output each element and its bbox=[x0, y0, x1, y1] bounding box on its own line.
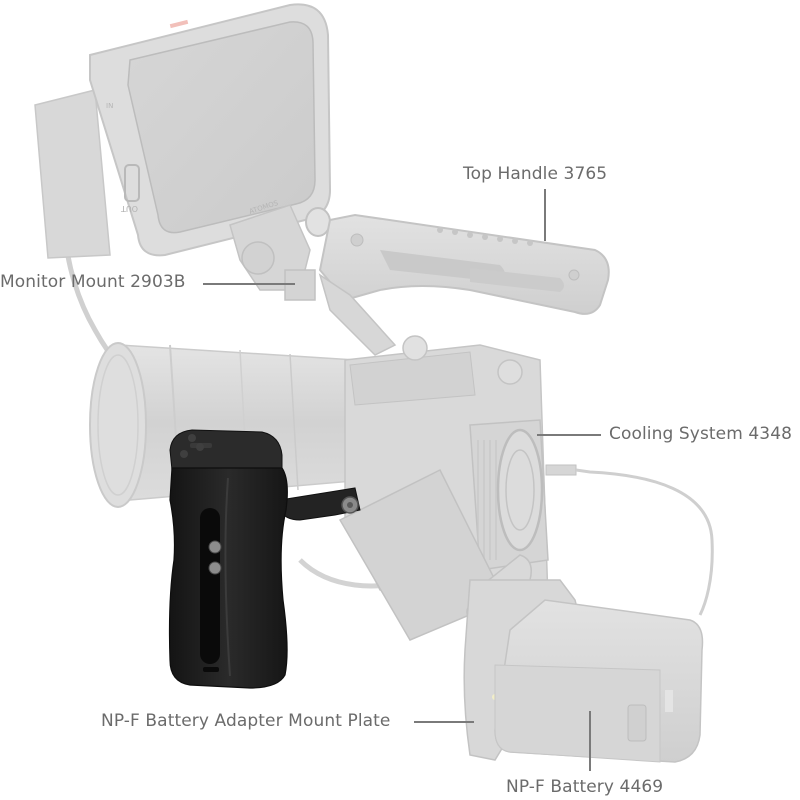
callout-battery-adapter-plate-label: NP-F Battery Adapter Mount Plate bbox=[101, 711, 391, 731]
monitor: OUT IN ATOMOS bbox=[34, 3, 332, 259]
callout-monitor-mount-leader bbox=[203, 283, 295, 285]
callout-cooling-system-leader bbox=[537, 434, 601, 436]
camera-lens bbox=[89, 342, 366, 508]
monitor-port-out-label: OUT bbox=[121, 204, 138, 213]
callout-cooling-system-label: Cooling System 4348 bbox=[609, 424, 793, 444]
side-handle bbox=[168, 429, 361, 689]
callout-battery-label: NP-F Battery 4469 bbox=[506, 777, 664, 797]
callout-battery-leader bbox=[589, 711, 591, 771]
callout-top-handle-leader bbox=[544, 189, 546, 241]
monitor-mount bbox=[229, 204, 331, 301]
callout-battery-adapter-plate-leader bbox=[414, 721, 474, 723]
callout-monitor-mount-label: Monitor Mount 2903B bbox=[0, 272, 186, 292]
cooling-system bbox=[469, 419, 714, 616]
top-handle bbox=[318, 213, 610, 356]
np-f-battery bbox=[494, 599, 704, 763]
callout-top-handle-label: Top Handle 3765 bbox=[463, 164, 608, 184]
monitor-port-in-label: IN bbox=[106, 102, 113, 110]
